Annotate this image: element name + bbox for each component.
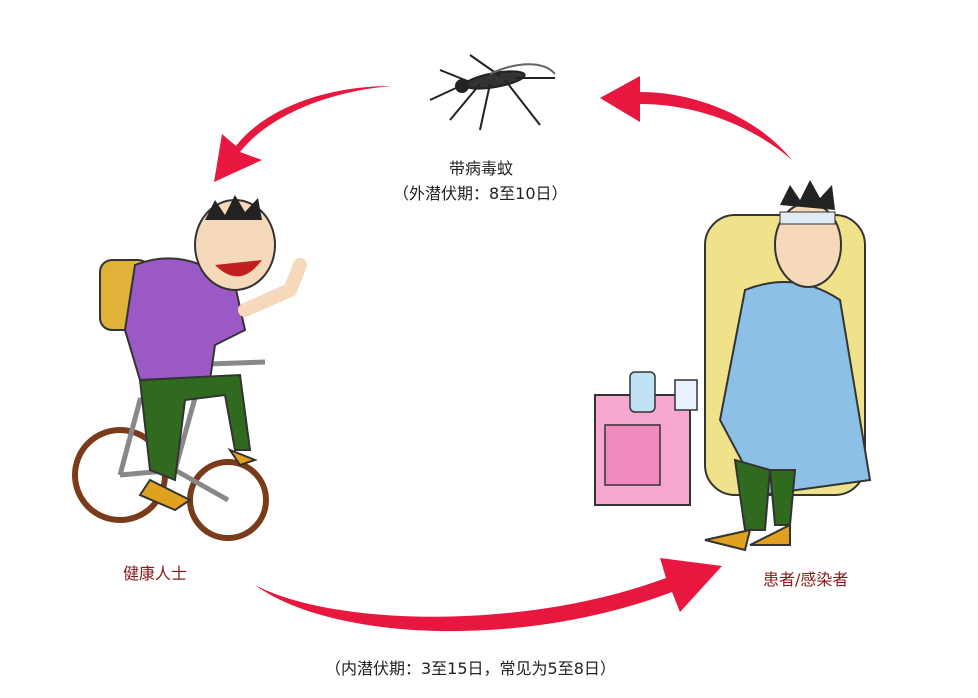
- patient-label: 患者/感染者: [763, 570, 849, 589]
- mosquito-title: 带病毒蚊: [449, 159, 514, 178]
- healthy-person-label: 健康人士: [123, 564, 188, 583]
- arrow-patient-to-mosquito: [600, 76, 792, 160]
- healthy-person-cyclist: [72, 195, 307, 541]
- arrow-mosquito-to-healthy: [214, 86, 392, 182]
- mosquito-icon: [429, 54, 556, 131]
- external-incubation-text: （外潜伏期：8至10日）: [393, 184, 568, 203]
- patient-in-armchair: [594, 180, 872, 552]
- arrows: [214, 76, 792, 632]
- arrow-healthy-to-patient: [255, 558, 722, 632]
- internal-incubation-text: （内潜伏期：3至15日，常见为5至8日）: [325, 659, 616, 678]
